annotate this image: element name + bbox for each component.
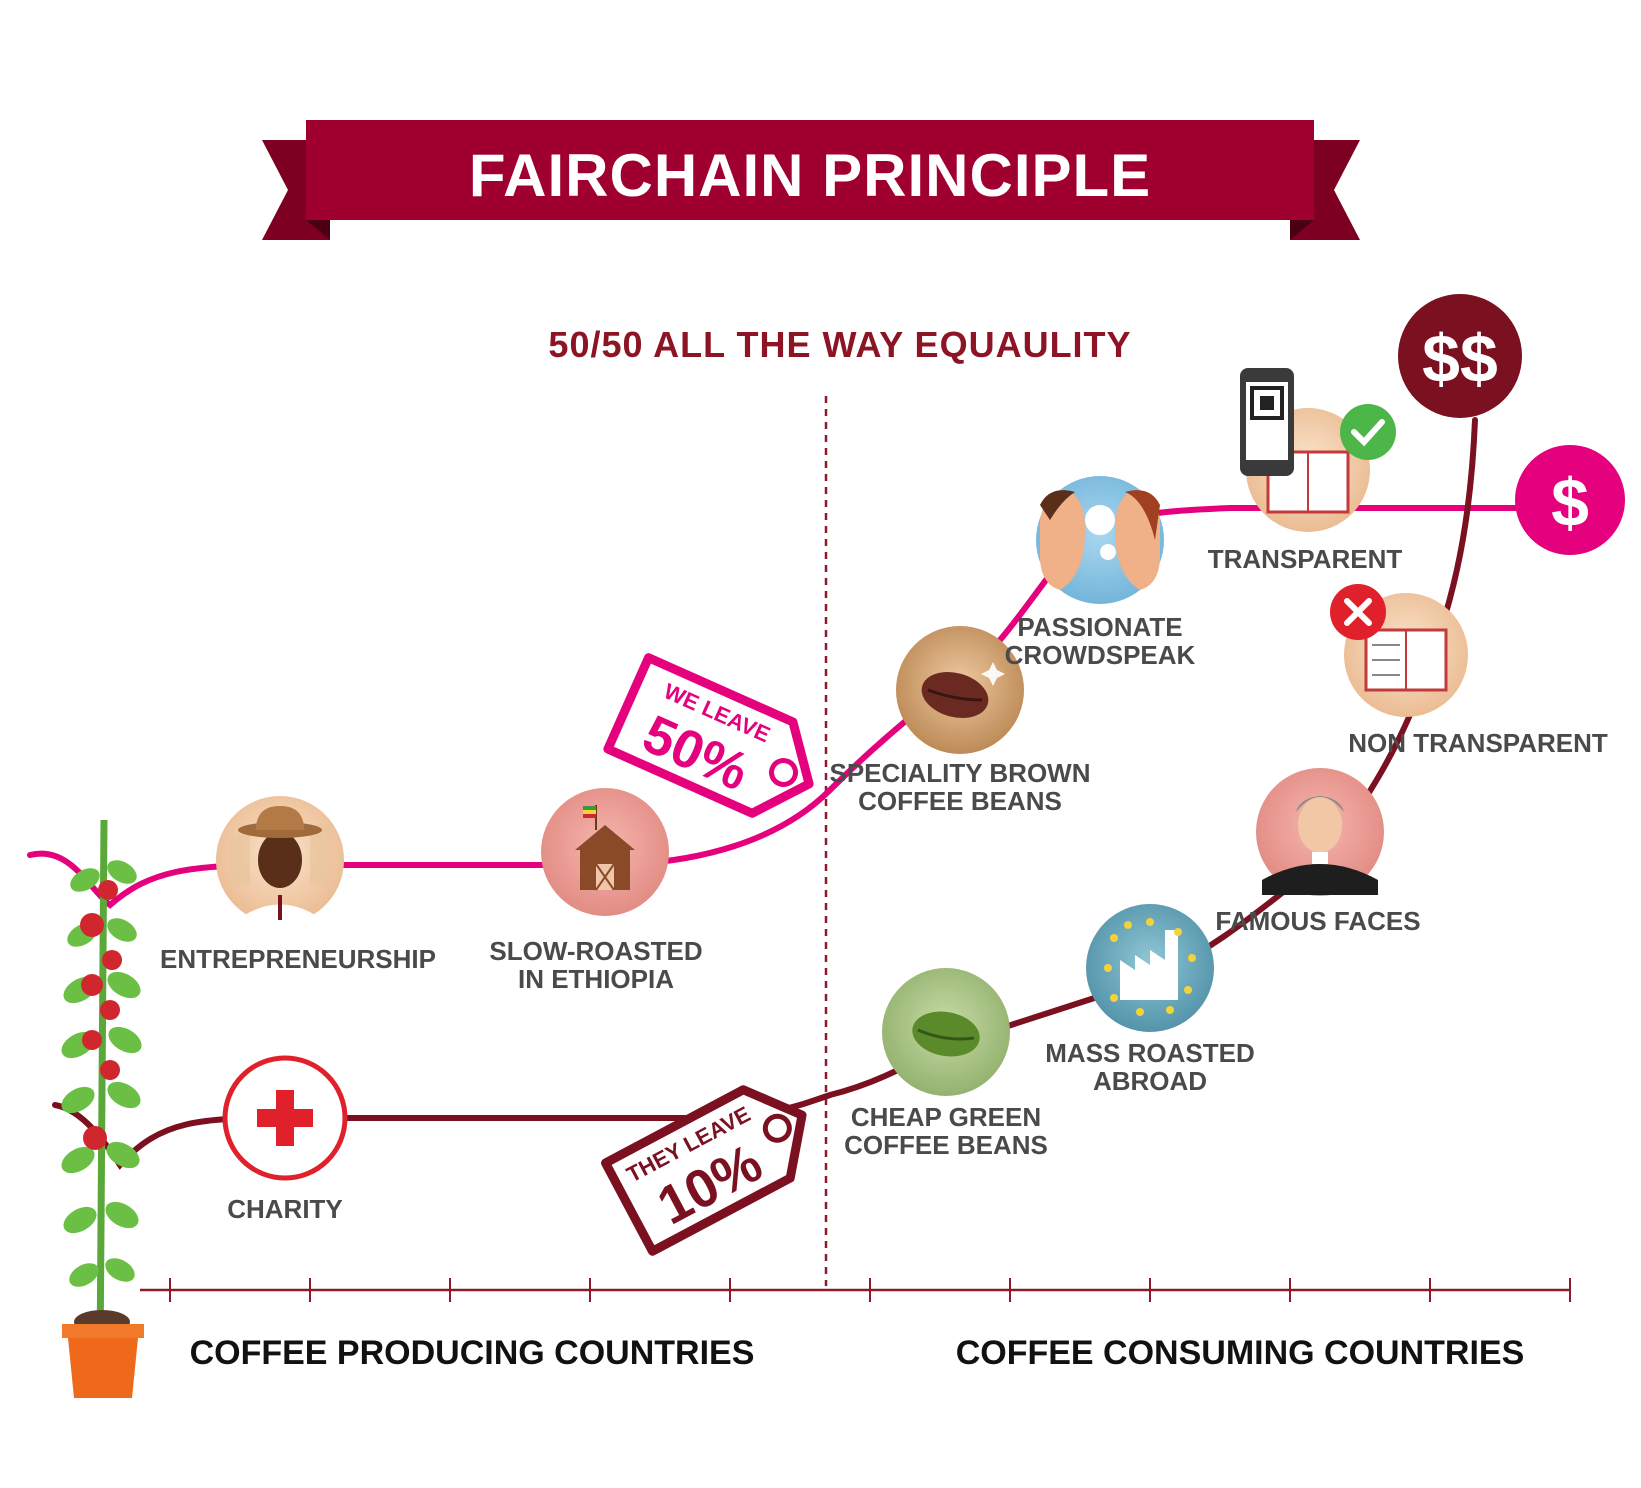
charity-icon [222, 1055, 348, 1181]
slow-roasted-icon [541, 788, 669, 916]
they-leave-tag: THEY LEAVE 10% [601, 1085, 807, 1256]
label-slow-roasted-2: IN ETHIOPIA [518, 964, 674, 994]
title-banner: FAIRCHAIN PRINCIPLE [262, 120, 1360, 240]
timeline-axis [140, 1278, 1571, 1302]
famous-faces-icon [1256, 768, 1384, 896]
label-entrepreneurship: ENTREPRENEURSHIP [160, 944, 436, 974]
double-dollar-text: $$ [1422, 321, 1498, 397]
subtitle: 50/50 ALL THE WAY EQUAULITY [548, 324, 1131, 365]
label-speciality-2: COFFEE BEANS [858, 786, 1062, 816]
page-title: FAIRCHAIN PRINCIPLE [469, 142, 1151, 209]
non-transparent-icon [1330, 584, 1468, 717]
label-mass-roasted-1: MASS ROASTED [1045, 1038, 1254, 1068]
label-crowdspeak-1: PASSIONATE [1017, 612, 1182, 642]
mass-roasted-icon [1086, 904, 1214, 1032]
speciality-beans-icon [896, 626, 1024, 754]
label-cheap-green-2: COFFEE BEANS [844, 1130, 1048, 1160]
axis-label-producing: COFFEE PRODUCING COUNTRIES [190, 1334, 755, 1372]
label-speciality-1: SPECIALITY BROWN [830, 758, 1091, 788]
label-slow-roasted-1: SLOW-ROASTED [489, 936, 702, 966]
label-crowdspeak-2: CROWDSPEAK [1005, 640, 1196, 670]
cheap-green-beans-icon [882, 968, 1010, 1096]
label-cheap-green-1: CHEAP GREEN [851, 1102, 1041, 1132]
label-non-transparent: NON TRANSPARENT [1348, 728, 1608, 758]
coffee-plant-icon [61, 819, 144, 1398]
axis-label-consuming: COFFEE CONSUMING COUNTRIES [956, 1334, 1525, 1372]
crowdspeak-icon [1036, 476, 1164, 604]
single-dollar-text: $ [1551, 465, 1589, 541]
single-dollar-icon: $ [1515, 445, 1625, 555]
entrepreneurship-icon [216, 796, 344, 924]
we-leave-tag: WE LEAVE 50% [603, 653, 814, 818]
label-mass-roasted-2: ABROAD [1093, 1066, 1207, 1096]
label-charity: CHARITY [227, 1194, 343, 1224]
transparent-icon [1240, 368, 1396, 532]
label-transparent: TRANSPARENT [1208, 544, 1403, 574]
double-dollar-icon: $$ [1398, 294, 1522, 418]
label-famous-faces: FAMOUS FACES [1215, 906, 1420, 936]
